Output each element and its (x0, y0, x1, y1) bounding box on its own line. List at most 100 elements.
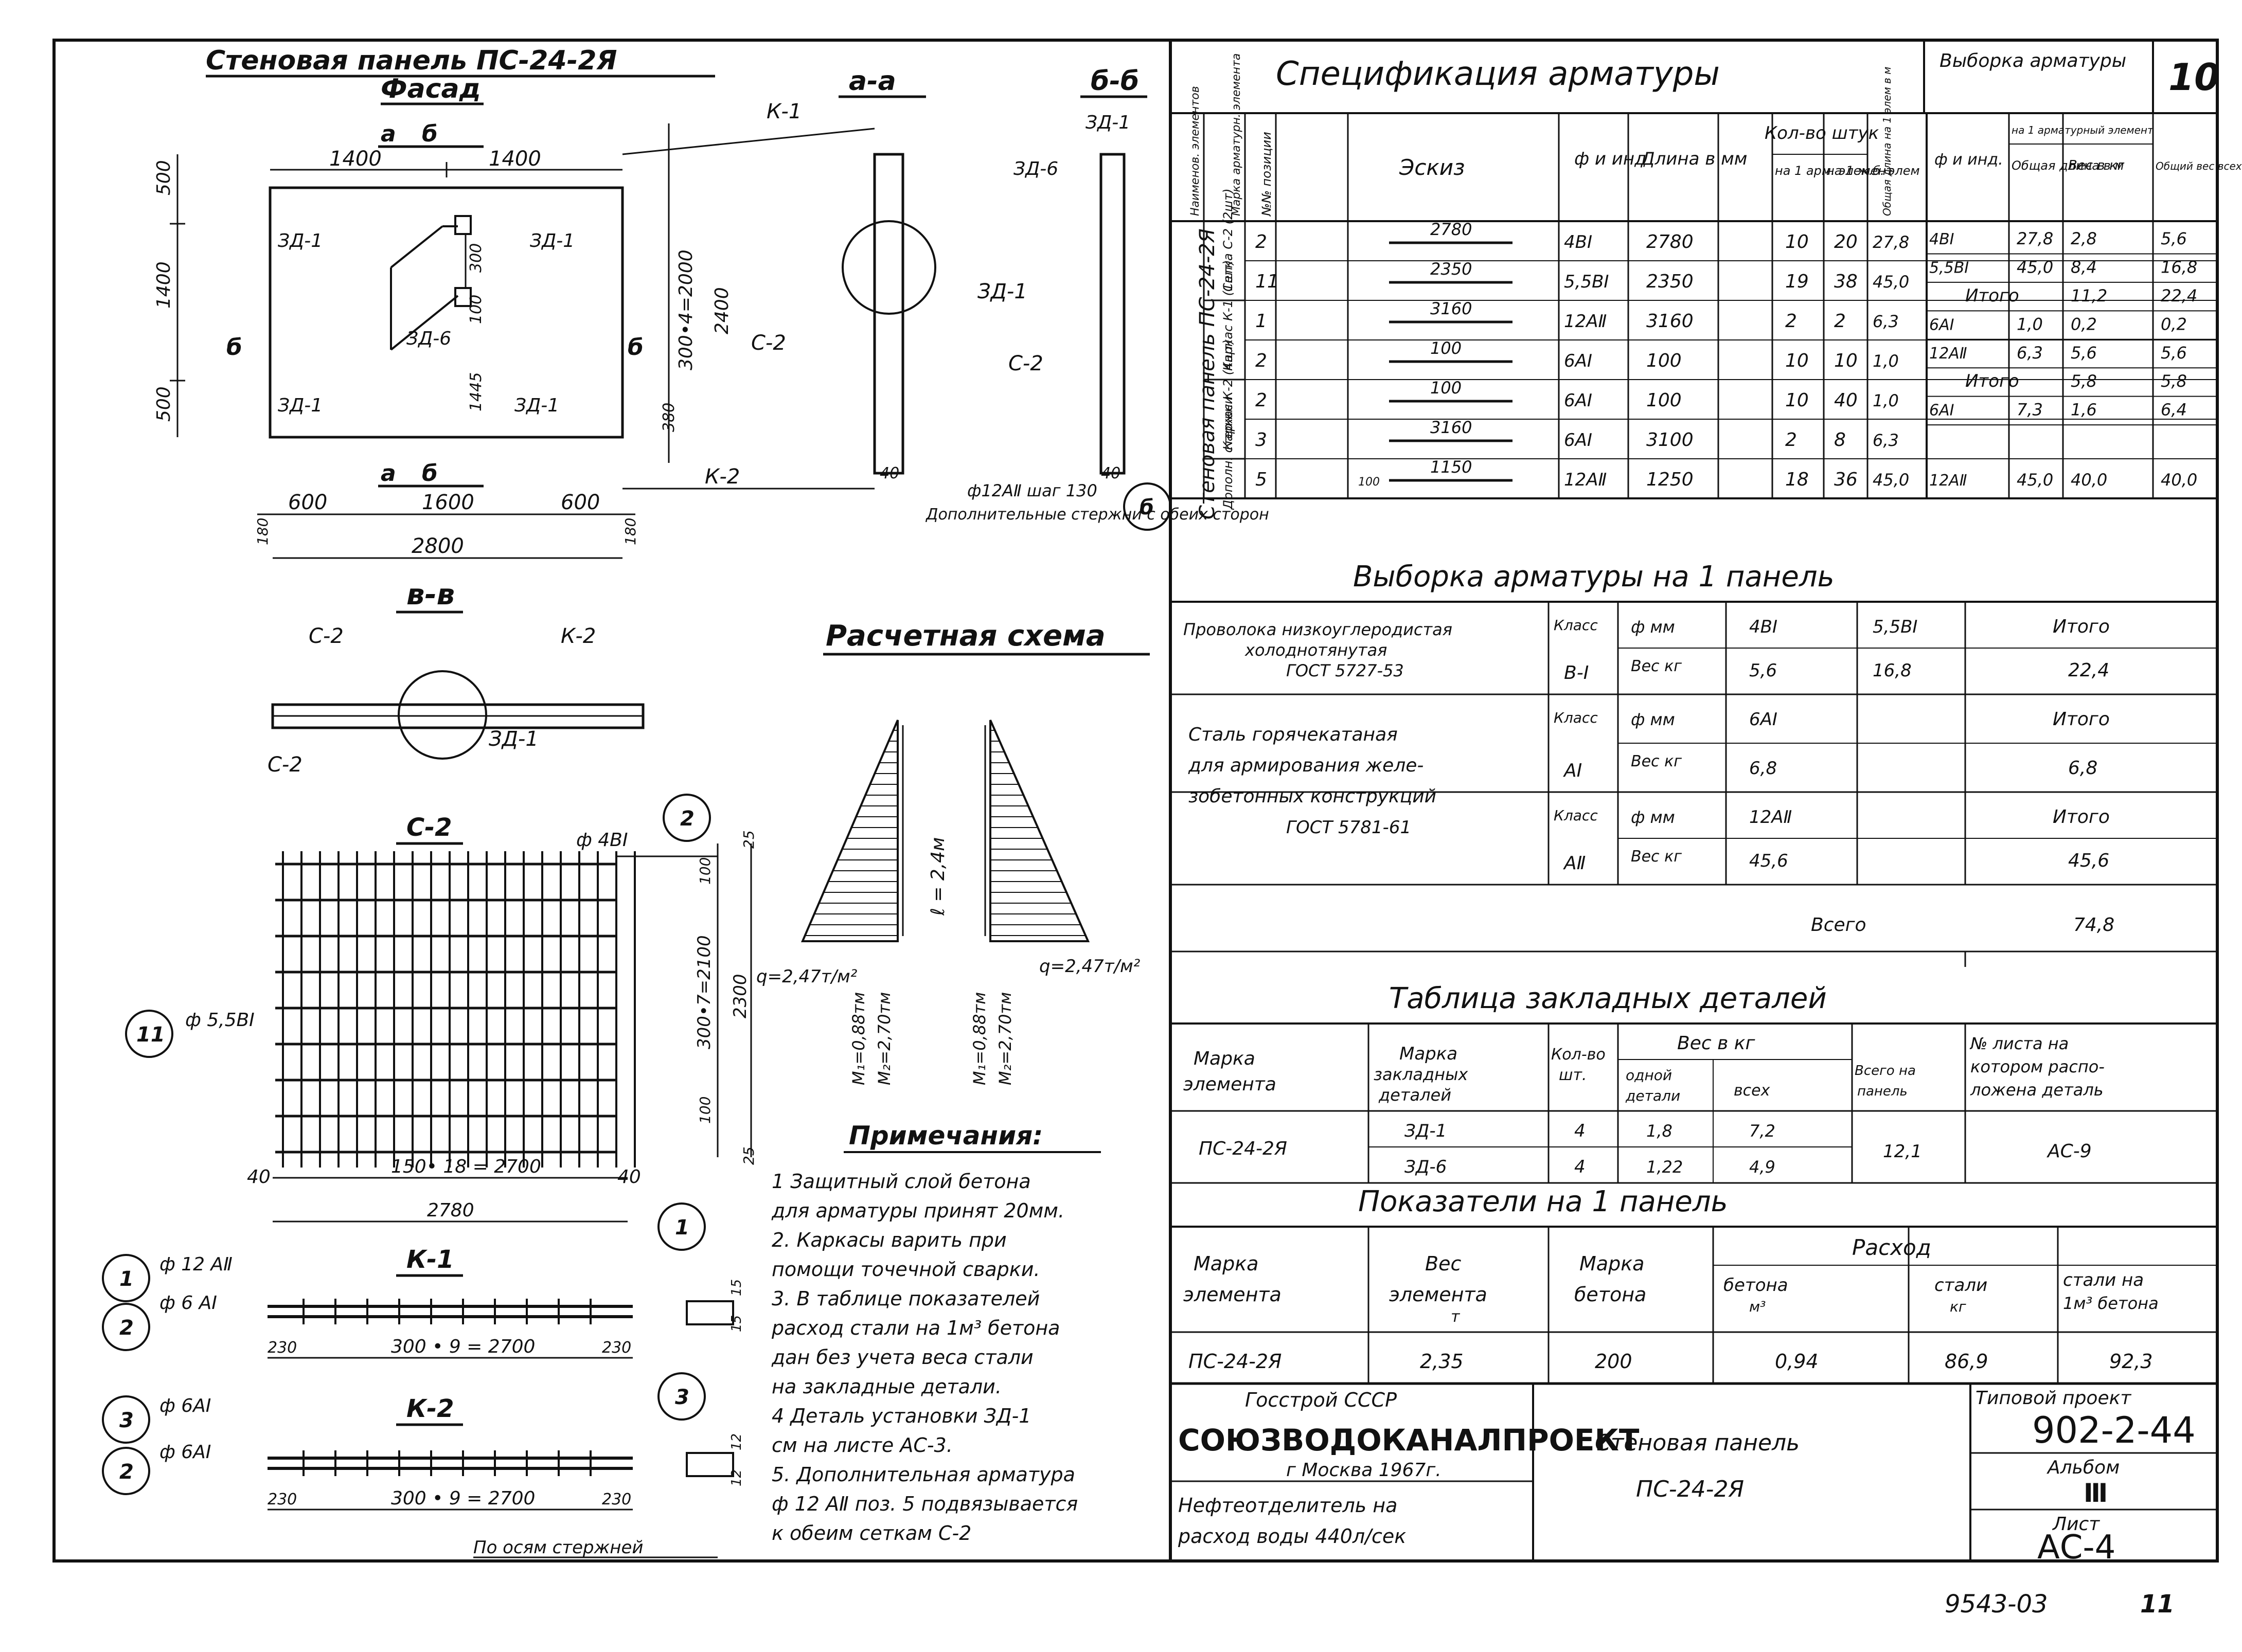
stamp-desc1: Нефтеотделитель на (1178, 1494, 1397, 1517)
spec-v-tw: 0,2 (2161, 314, 2187, 334)
vyborka-head-1: Выборка арматуры (1939, 50, 2126, 71)
zak-one: 1,22 (1646, 1157, 1683, 1177)
scheme-m1-right: M₁=0,88тм (970, 992, 989, 1085)
footer-page: 11 (2140, 1590, 2175, 1619)
k1-dim-230-left: 230 (268, 1339, 297, 1357)
spec-cell-q1: 10 (1785, 231, 1809, 253)
facade-title: Фасад (381, 74, 481, 104)
spec-cell-tl: 1,0 (1873, 391, 1899, 410)
spec-v-len: 27,8 (2017, 229, 2053, 248)
zak-h-mark-b: элемента (1183, 1074, 1276, 1095)
spec-cell-tl: 27,8 (1873, 232, 1909, 252)
vyb-vsego: Всего (1811, 914, 1866, 936)
label-extra-bars: Дополнительные стержни с обеих сторон (925, 506, 1269, 524)
pok-h-weight-b: элемента (1389, 1283, 1487, 1306)
vyb-itogo-w: 22,4 (2068, 660, 2109, 681)
stamp-org3: г Москва 1967г. (1286, 1460, 1442, 1481)
stamp-org1: Госстрой СССР (1245, 1389, 1397, 1411)
panel-title: Стеновая панель ПС-24-2Я (206, 45, 617, 76)
stamp-tip-label: Типовой проект (1976, 1388, 2131, 1409)
calc-scheme: Расчетная схема ℓ = 2,4м q=2,47т/м² q=2,… (756, 619, 1150, 1085)
spec-cell-sketch: 2780 (1430, 220, 1472, 239)
pok-mark: ПС-24-2Я (1188, 1350, 1282, 1373)
spec-h-vweight: Вес в кг (2068, 158, 2125, 173)
spec-v-w-last: 40,0 (2071, 470, 2107, 490)
label-k2-section: К-2 (705, 465, 740, 489)
vyb-cls: В-Ι (1564, 662, 1589, 684)
scheme-m2-right: M₂=2,70тм (995, 992, 1015, 1085)
dim-2400: 2400 (711, 287, 733, 334)
vyb-phi-label: ф мм (1631, 617, 1675, 637)
vv-label-zd1: ЗД-1 (489, 727, 539, 751)
notes-line: расход стали на 1м³ бетона (771, 1317, 1060, 1339)
k1-phi-6: ф 6 АΙ (159, 1292, 217, 1314)
c2-circle-2 (663, 794, 711, 842)
dim-1400-vert: 1400 (153, 261, 174, 309)
notes-title: Примечания: (849, 1121, 1043, 1151)
title-block: Госстрой СССР СОЮЗВОДОКАНАЛПРОЕКТ г Моск… (1170, 1382, 2217, 1567)
spec-v-tw: 5,6 (2161, 343, 2187, 363)
vyb-cls: АⅡ (1563, 853, 1586, 874)
spec-cell-phi: 12АⅡ (1564, 311, 1607, 332)
dim-600-left: 600 (288, 491, 327, 514)
spec-cell-tl: 1,0 (1873, 351, 1899, 371)
spec-cell-phi: 5,5ВΙ (1564, 272, 1609, 292)
c2-dim-150x18: 150• 18 = 2700 (391, 1156, 541, 1177)
pok-h-mark-a: Марка (1194, 1252, 1258, 1275)
scheme-m2-left: M₂=2,70тм (875, 992, 894, 1085)
scheme-q-left: q=2,47т/м² (756, 966, 858, 987)
zak-h-sheet-b: котором распо- (1970, 1057, 2105, 1076)
dim-1445: 1445 (467, 372, 485, 411)
k1-circle-1-text: 1 (119, 1267, 134, 1291)
dim-180-left: 180 (254, 518, 271, 545)
vyb-mat1-c: ГОСТ 5727-53 (1286, 661, 1404, 680)
zak-detail: ЗД-6 (1404, 1157, 1447, 1177)
vyb-ves-label: Вес кг (1631, 752, 1682, 770)
vyb-c2-w: 16,8 (1873, 660, 1912, 681)
dim-500-bottom: 500 (153, 386, 174, 422)
cut-b-top: б (422, 121, 438, 147)
stamp-list-num: АС-4 (2037, 1529, 2115, 1567)
spec-h-vphi: ф и инд. (1934, 151, 2003, 169)
c2-dim-25-bottom: 25 (740, 1146, 757, 1165)
spec-h-qty2: на 1 ж.б. элем (1826, 164, 1920, 178)
spec-cell-sketch: 3160 (1430, 299, 1472, 318)
scheme-span: ℓ = 2,4м (928, 837, 949, 916)
zak-h-weight: Вес в кг (1677, 1033, 1755, 1054)
spec-v-w: 8,4 (2071, 257, 2097, 277)
spec-v-itogo: Итого (1965, 285, 2019, 306)
spec-cell-q2: 8 (1834, 429, 1846, 451)
vyb-itogo: Итого (2053, 806, 2110, 828)
spec-h-name: Наименов. элементов (1189, 86, 1202, 216)
zak-h-detail-b: закладных (1374, 1065, 1468, 1084)
dim-1400-right: 1400 (489, 147, 541, 171)
vyb-klass: Класс (1554, 807, 1598, 824)
label-c2-right: С-2 (1008, 352, 1043, 375)
spec-v-w: 1,6 (2071, 400, 2097, 420)
pok-h-weight-c: т (1451, 1308, 1461, 1326)
label-phi12-step: ф12АⅡ шаг 130 (967, 481, 1097, 500)
k2-circle-side (657, 1372, 706, 1421)
k2-phi-b: ф 6АΙ (159, 1442, 211, 1463)
spec-v-len: 45,0 (2017, 257, 2053, 277)
stamp-org2: СОЮЗВОДОКАНАЛПРОЕКТ (1178, 1423, 1640, 1458)
scheme-m1-left: M₁=0,88тм (849, 992, 868, 1085)
spec-table: Спецификация арматуры Выборка арматуры 1… (1169, 40, 2242, 519)
vyb-c1-w: 6,8 (1749, 758, 1777, 779)
pok-h-weight-a: Вес (1425, 1252, 1461, 1275)
spec-cell-q2: 2 (1834, 311, 1846, 332)
pok-h-beton-a: бетона (1723, 1275, 1788, 1296)
c2-title: С-2 (406, 813, 452, 842)
spec-cell-len: 2350 (1646, 271, 1694, 292)
zak-h-count-b: шт. (1559, 1066, 1587, 1084)
dim-300: 300 (467, 243, 485, 273)
spec-cell-q1: 19 (1785, 271, 1809, 292)
spec-cell-pos: 11 (1255, 271, 1279, 292)
spec-v-tw: 6,4 (2161, 400, 2187, 420)
stamp-album-num: Ⅲ (2084, 1478, 2108, 1508)
zak-count: 4 (1574, 1121, 1586, 1141)
vyb-c2-phi: 5,5ВΙ (1873, 617, 1917, 637)
spec-v-tw: 22,4 (2161, 286, 2197, 306)
zak-panel-total: 12,1 (1883, 1141, 1922, 1162)
cut-b-left: б (226, 334, 242, 361)
